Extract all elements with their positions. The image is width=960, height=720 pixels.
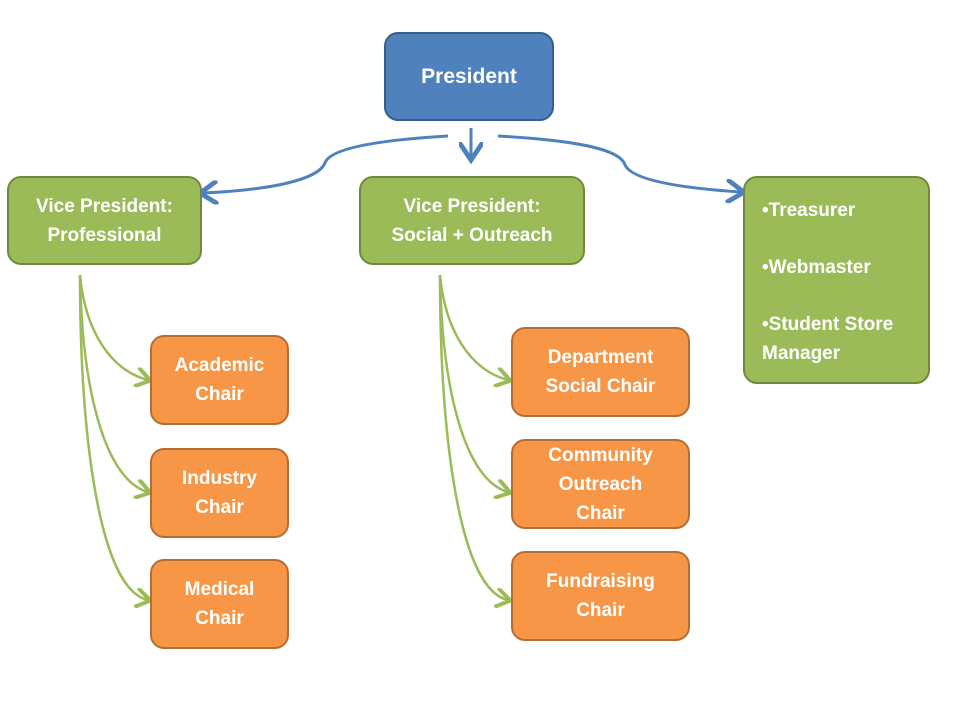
arrow-vp-professional-to-academic-chair bbox=[78, 274, 148, 380]
officer-item-treasurer: •Treasurer bbox=[762, 200, 856, 221]
arrow-vp-social-to-community-outreach-chair bbox=[438, 274, 508, 492]
arrow-vp-social-to-fundraising-chair bbox=[438, 274, 508, 600]
arrow-vp-professional-to-industry-chair bbox=[78, 274, 148, 492]
community-outreach-chair-line1: Community bbox=[548, 444, 653, 466]
department-social-chair-line1: Department bbox=[547, 347, 654, 368]
academic-chair-line2: Chair bbox=[195, 384, 244, 405]
officer-item-webmaster: •Webmaster bbox=[762, 257, 871, 278]
arrow-president-to-officers bbox=[497, 134, 741, 192]
vp-social-role: Social + Outreach bbox=[391, 224, 553, 246]
community-outreach-chair-line2: Outreach bbox=[558, 473, 643, 495]
industry-chair-box: Industry Chair bbox=[150, 448, 289, 538]
vp-social-box: Vice President: Social + Outreach bbox=[359, 176, 585, 265]
academic-chair-line1: Academic bbox=[174, 355, 265, 376]
academic-chair-box: Academic Chair bbox=[150, 335, 289, 425]
officer-item-student-store-manager: •Student Store Manager bbox=[762, 314, 894, 364]
community-outreach-chair-line3: Chair bbox=[576, 502, 625, 524]
medical-chair-box: Medical Chair bbox=[150, 559, 289, 649]
president-box: President bbox=[384, 32, 554, 121]
fundraising-chair-box: Fundraising Chair bbox=[511, 551, 690, 641]
vp-professional-box: Vice President: Professional bbox=[7, 176, 202, 265]
department-social-chair-line2: Social Chair bbox=[545, 376, 656, 397]
department-social-chair-box: Department Social Chair bbox=[511, 327, 690, 417]
vp-professional-title: Vice President: bbox=[36, 195, 173, 217]
fundraising-chair-line1: Fundraising bbox=[546, 571, 655, 592]
vp-professional-role: Professional bbox=[47, 224, 162, 246]
arrow-vp-social-to-department-social-chair bbox=[438, 274, 508, 380]
industry-chair-line1: Industry bbox=[182, 468, 257, 489]
vp-social-title: Vice President: bbox=[403, 195, 541, 217]
industry-chair-line2: Chair bbox=[195, 497, 244, 518]
fundraising-chair-line2: Chair bbox=[576, 600, 625, 621]
community-outreach-chair-box: Community Outreach Chair bbox=[511, 439, 690, 529]
president-label: President bbox=[421, 65, 517, 88]
arrow-president-to-vp-professional bbox=[203, 134, 449, 193]
medical-chair-line1: Medical bbox=[184, 579, 255, 600]
medical-chair-line2: Chair bbox=[195, 608, 244, 629]
arrow-vp-professional-to-medical-chair bbox=[78, 274, 148, 600]
officers-box: •Treasurer •Webmaster •Student Store Man… bbox=[743, 176, 930, 384]
